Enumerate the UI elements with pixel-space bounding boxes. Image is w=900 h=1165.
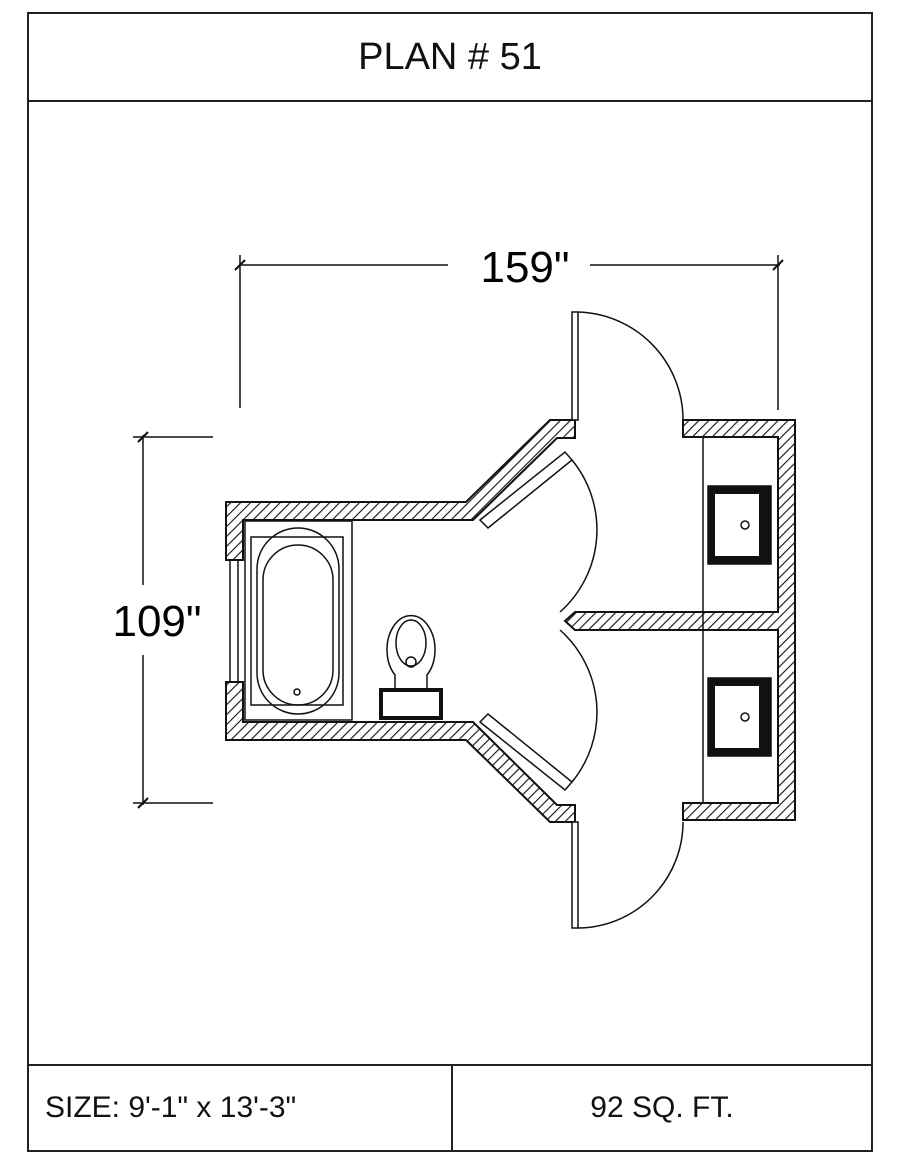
sink-top [707, 485, 772, 565]
door-bottom [571, 821, 684, 929]
plan-frame: PLAN # 51 SIZE: 9'-1" x 13'-3" 92 SQ. FT… [27, 12, 873, 1152]
toilet [379, 614, 443, 720]
plan-title: PLAN # 51 [29, 14, 871, 102]
window [229, 560, 239, 682]
width-dimension [234, 255, 784, 410]
sink-bottom [707, 677, 772, 757]
area-label: 92 SQ. FT. [590, 1091, 734, 1124]
walls [225, 419, 796, 823]
height-dimension [133, 431, 213, 809]
interior-door-upper [478, 450, 598, 613]
width-dimension-label: 159" [480, 243, 569, 292]
height-dimension-label: 109" [112, 597, 201, 646]
interior-door-lower [478, 629, 598, 792]
bathtub [244, 520, 353, 721]
plan-footer: SIZE: 9'-1" x 13'-3" 92 SQ. FT. [29, 1064, 871, 1150]
door-top [571, 311, 684, 421]
size-label: SIZE: 9'-1" x 13'-3" [29, 1066, 453, 1150]
